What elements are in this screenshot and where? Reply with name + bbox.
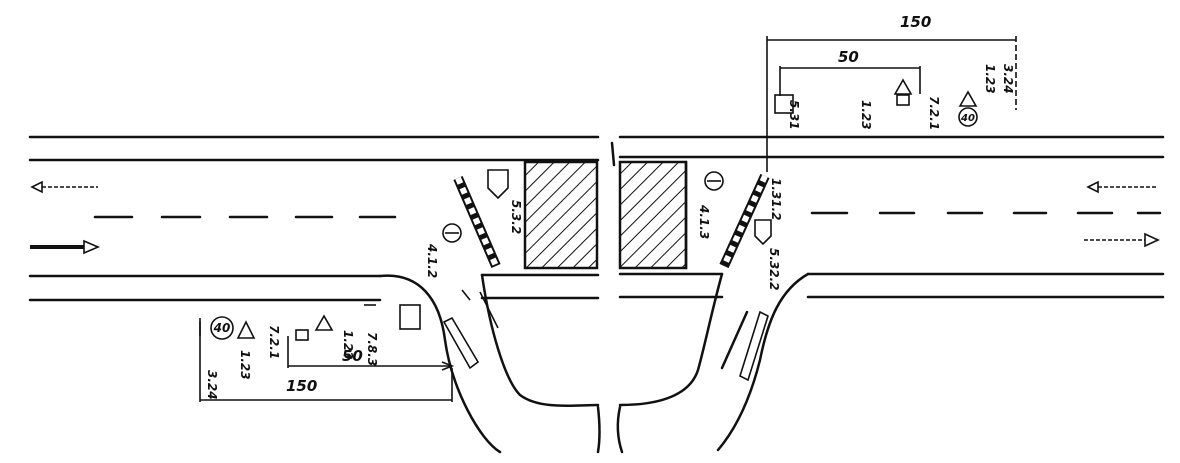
side-road-left-inner <box>480 273 600 408</box>
speed-limit-left-icon <box>210 316 234 340</box>
dim-left-50-label: 50 <box>342 347 363 365</box>
road-gap-tick <box>610 141 616 167</box>
code-right-a: 5.31 <box>787 100 801 130</box>
arrow-right-bottom-head <box>1144 232 1160 248</box>
dim-left-50-arrow <box>441 361 455 371</box>
dim-right-50-label: 50 <box>838 48 859 66</box>
side-road-left-end <box>596 405 601 454</box>
work-zone-left <box>523 160 599 270</box>
barrier-left <box>453 176 501 268</box>
arrow-right-top-head <box>1086 180 1099 194</box>
side-road-right-outer <box>716 272 810 452</box>
dim-right-150-label: 150 <box>900 13 931 31</box>
barrier-right-segments <box>721 174 768 268</box>
round-sign-left-icon <box>442 223 462 243</box>
triangle-sign-left-1-icon <box>236 320 256 339</box>
code-left-g: 4.1.2 <box>425 243 439 278</box>
code-left-h: 4.1.3 <box>697 204 711 239</box>
side-road-left-arrow-b <box>442 316 480 370</box>
speed-limit-right-icon <box>958 107 978 127</box>
direction-arrows <box>30 180 1160 255</box>
side-road-right-inner <box>618 272 724 407</box>
barrier-right <box>719 173 770 269</box>
side-road-left-outer <box>378 274 502 454</box>
code-left-d: 1.23 <box>341 330 355 360</box>
dimension-left: 150 50 <box>199 318 455 402</box>
code-left-a: 3.24 <box>205 370 219 400</box>
speed-limit-right-value: 40 <box>960 113 975 124</box>
side-road-right-lane-line <box>720 310 749 370</box>
speed-limit-left-value: 40 <box>213 321 231 335</box>
arrow-left-top-head <box>30 180 43 194</box>
code-right-b: 1.23 <box>859 100 873 130</box>
code-left-f: 5.3.2 <box>509 200 523 234</box>
arrow-left-bottom-head <box>83 239 101 255</box>
plate-sign-right-icon <box>896 94 910 106</box>
dim-left-150-label: 150 <box>286 377 317 395</box>
dimension-right: 150 50 <box>766 13 1017 172</box>
triangle-sign-right-1-icon <box>893 78 913 95</box>
side-road-left <box>378 273 601 454</box>
triangle-sign-left-2-icon <box>314 314 334 331</box>
side-road-left-arrow-a <box>461 289 499 329</box>
side-road-right-end <box>616 405 624 454</box>
code-right-d: 1.23 <box>983 64 997 94</box>
code-right-c: 7.2.1 <box>927 96 941 130</box>
shield-sign-left-icon <box>487 169 509 200</box>
round-sign-right-icon <box>704 171 724 191</box>
center-line <box>93 211 1162 219</box>
triangle-sign-right-2-icon <box>958 90 978 107</box>
road-edges <box>28 135 1165 302</box>
code-left-c: 7.2.1 <box>267 325 281 359</box>
code-right-f: 1.31.2 <box>769 178 783 221</box>
rect-sign-right-icon <box>774 94 794 114</box>
side-road-right <box>616 272 810 454</box>
code-left-e: 7.8.3 <box>365 332 379 366</box>
sign-code-labels: 3.24 1.23 7.2.1 1.23 7.8.3 5.3.2 4.1.2 4… <box>205 64 1015 400</box>
code-left-b: 1.23 <box>238 350 252 380</box>
side-road-right-arrow <box>739 310 769 382</box>
barrier-left-segments <box>455 176 499 268</box>
work-zone-right <box>618 160 688 270</box>
code-right-e: 3.24 <box>1001 64 1015 94</box>
code-right-g: 5.32.2 <box>767 248 781 291</box>
signs-right: 40 <box>704 78 978 246</box>
rect-sign-left-icon <box>399 304 421 330</box>
shield-sign-right-icon <box>754 219 772 246</box>
plate-sign-left-icon <box>295 329 309 341</box>
